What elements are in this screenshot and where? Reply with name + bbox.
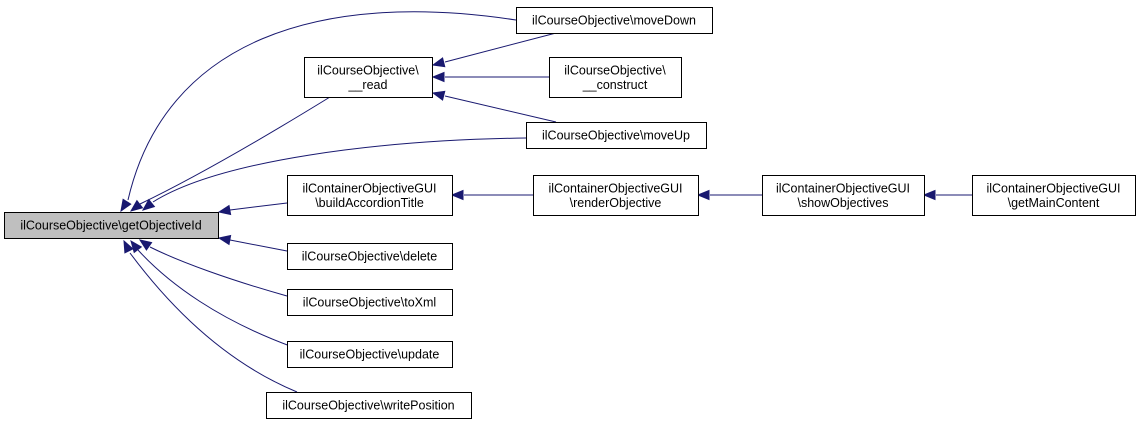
edge-line — [444, 95, 557, 123]
arrowhead-icon — [450, 189, 464, 201]
edge-getMainContent-to-showObjectives — [922, 189, 972, 201]
node-box — [287, 341, 453, 368]
node-label-line: ilContainerObjectiveGUI — [986, 181, 1120, 195]
arrowhead-icon — [130, 239, 143, 254]
edge-update-to-getObjectiveId — [130, 239, 291, 347]
edge-moveDown-to-getObjectiveId — [120, 11, 517, 213]
node-construct[interactable]: ilCourseObjective\__construct — [549, 57, 682, 98]
edge-line — [139, 96, 331, 205]
node-label-line: \buildAccordionTitle — [315, 196, 424, 210]
node-box — [287, 175, 453, 216]
edge-layer — [120, 11, 972, 393]
arrowhead-icon — [217, 204, 232, 216]
node-label-line: ilCourseObjective\writePosition — [282, 399, 454, 413]
arrowhead-icon — [431, 71, 445, 83]
node-buildAccordionTitle[interactable]: ilContainerObjectiveGUI\buildAccordionTi… — [287, 175, 453, 216]
edge-line — [229, 239, 288, 252]
node-box — [287, 243, 453, 270]
edge-line — [444, 32, 557, 63]
edge-line — [137, 249, 291, 347]
node-box — [4, 212, 219, 239]
node-label-line: ilCourseObjective\delete — [302, 250, 438, 264]
arrowhead-icon — [138, 239, 153, 251]
arrowhead-icon — [141, 198, 156, 211]
node-read[interactable]: ilCourseObjective\__read — [304, 57, 433, 98]
edge-read-to-getObjectiveId — [129, 96, 331, 212]
edge-buildAccordionTitle-to-getObjectiveId — [217, 202, 288, 216]
node-label-line: ilCourseObjective\getObjectiveId — [20, 219, 201, 233]
node-box — [304, 57, 433, 98]
edge-line — [127, 11, 517, 201]
node-writePosition[interactable]: ilCourseObjective\writePosition — [266, 392, 472, 419]
node-update[interactable]: ilCourseObjective\update — [287, 341, 453, 368]
node-getMainContent[interactable]: ilContainerObjectiveGUI\getMainContent — [972, 175, 1136, 216]
arrowhead-icon — [922, 189, 936, 201]
node-label-line: ilCourseObjective\update — [300, 348, 440, 362]
edge-moveUp-to-getObjectiveId — [141, 137, 527, 211]
edge-showObjectives-to-renderObjective — [696, 189, 762, 201]
arrowhead-icon — [123, 239, 134, 254]
edge-construct-to-read — [431, 71, 549, 83]
node-label-line: ilCourseObjective\toXml — [303, 296, 436, 310]
edge-delete-to-getObjectiveId — [217, 234, 288, 252]
node-renderObjective[interactable]: ilContainerObjectiveGUI\renderObjective — [533, 175, 699, 216]
arrowhead-icon — [217, 234, 232, 246]
node-box — [762, 175, 925, 216]
node-label-line: ilContainerObjectiveGUI — [776, 181, 910, 195]
node-label-line: \getMainContent — [1008, 196, 1100, 210]
node-label-line: ilCourseObjective\ — [564, 63, 666, 77]
edge-writePosition-to-getObjectiveId — [123, 239, 298, 393]
edge-renderObjective-to-buildAccordionTitle — [450, 189, 533, 201]
node-delete[interactable]: ilCourseObjective\delete — [287, 243, 453, 270]
node-getObjectiveId[interactable]: ilCourseObjective\getObjectiveId — [4, 212, 219, 239]
node-label-line: ilCourseObjective\ — [317, 63, 419, 77]
node-box — [972, 175, 1136, 216]
arrowhead-icon — [129, 199, 144, 212]
node-box — [533, 175, 699, 216]
node-showObjectives[interactable]: ilContainerObjectiveGUI\showObjectives — [762, 175, 925, 216]
node-box — [516, 7, 713, 34]
edge-line — [152, 137, 527, 203]
edge-line — [129, 252, 298, 393]
node-moveUp[interactable]: ilCourseObjective\moveUp — [526, 122, 707, 149]
node-label-line: __construct — [582, 78, 648, 92]
arrowhead-icon — [696, 189, 710, 201]
edge-moveDown-to-read — [431, 32, 557, 68]
node-box — [287, 289, 453, 316]
edge-line — [149, 246, 288, 297]
node-box — [266, 392, 472, 419]
edge-moveUp-to-read — [431, 90, 557, 123]
node-box — [549, 57, 682, 98]
arrowhead-icon — [431, 57, 446, 68]
node-label-line: ilCourseObjective\moveUp — [542, 129, 690, 143]
node-label-line: ilContainerObjectiveGUI — [302, 181, 436, 195]
edge-line — [229, 202, 288, 211]
node-label-line: \showObjectives — [797, 196, 888, 210]
node-label-line: ilCourseObjective\moveDown — [532, 14, 696, 28]
arrowhead-icon — [120, 198, 132, 213]
node-layer: ilCourseObjective\getObjectiveId ilCourse… — [4, 7, 1136, 419]
node-label-line: \renderObjective — [570, 196, 662, 210]
node-toXml[interactable]: ilCourseObjective\toXml — [287, 289, 453, 316]
node-moveDown[interactable]: ilCourseObjective\moveDown — [516, 7, 713, 34]
node-box — [526, 122, 707, 149]
node-label-line: ilContainerObjectiveGUI — [548, 181, 682, 195]
node-label-line: __read — [348, 78, 388, 92]
arrowhead-icon — [431, 90, 446, 101]
edge-toXml-to-getObjectiveId — [138, 239, 288, 297]
